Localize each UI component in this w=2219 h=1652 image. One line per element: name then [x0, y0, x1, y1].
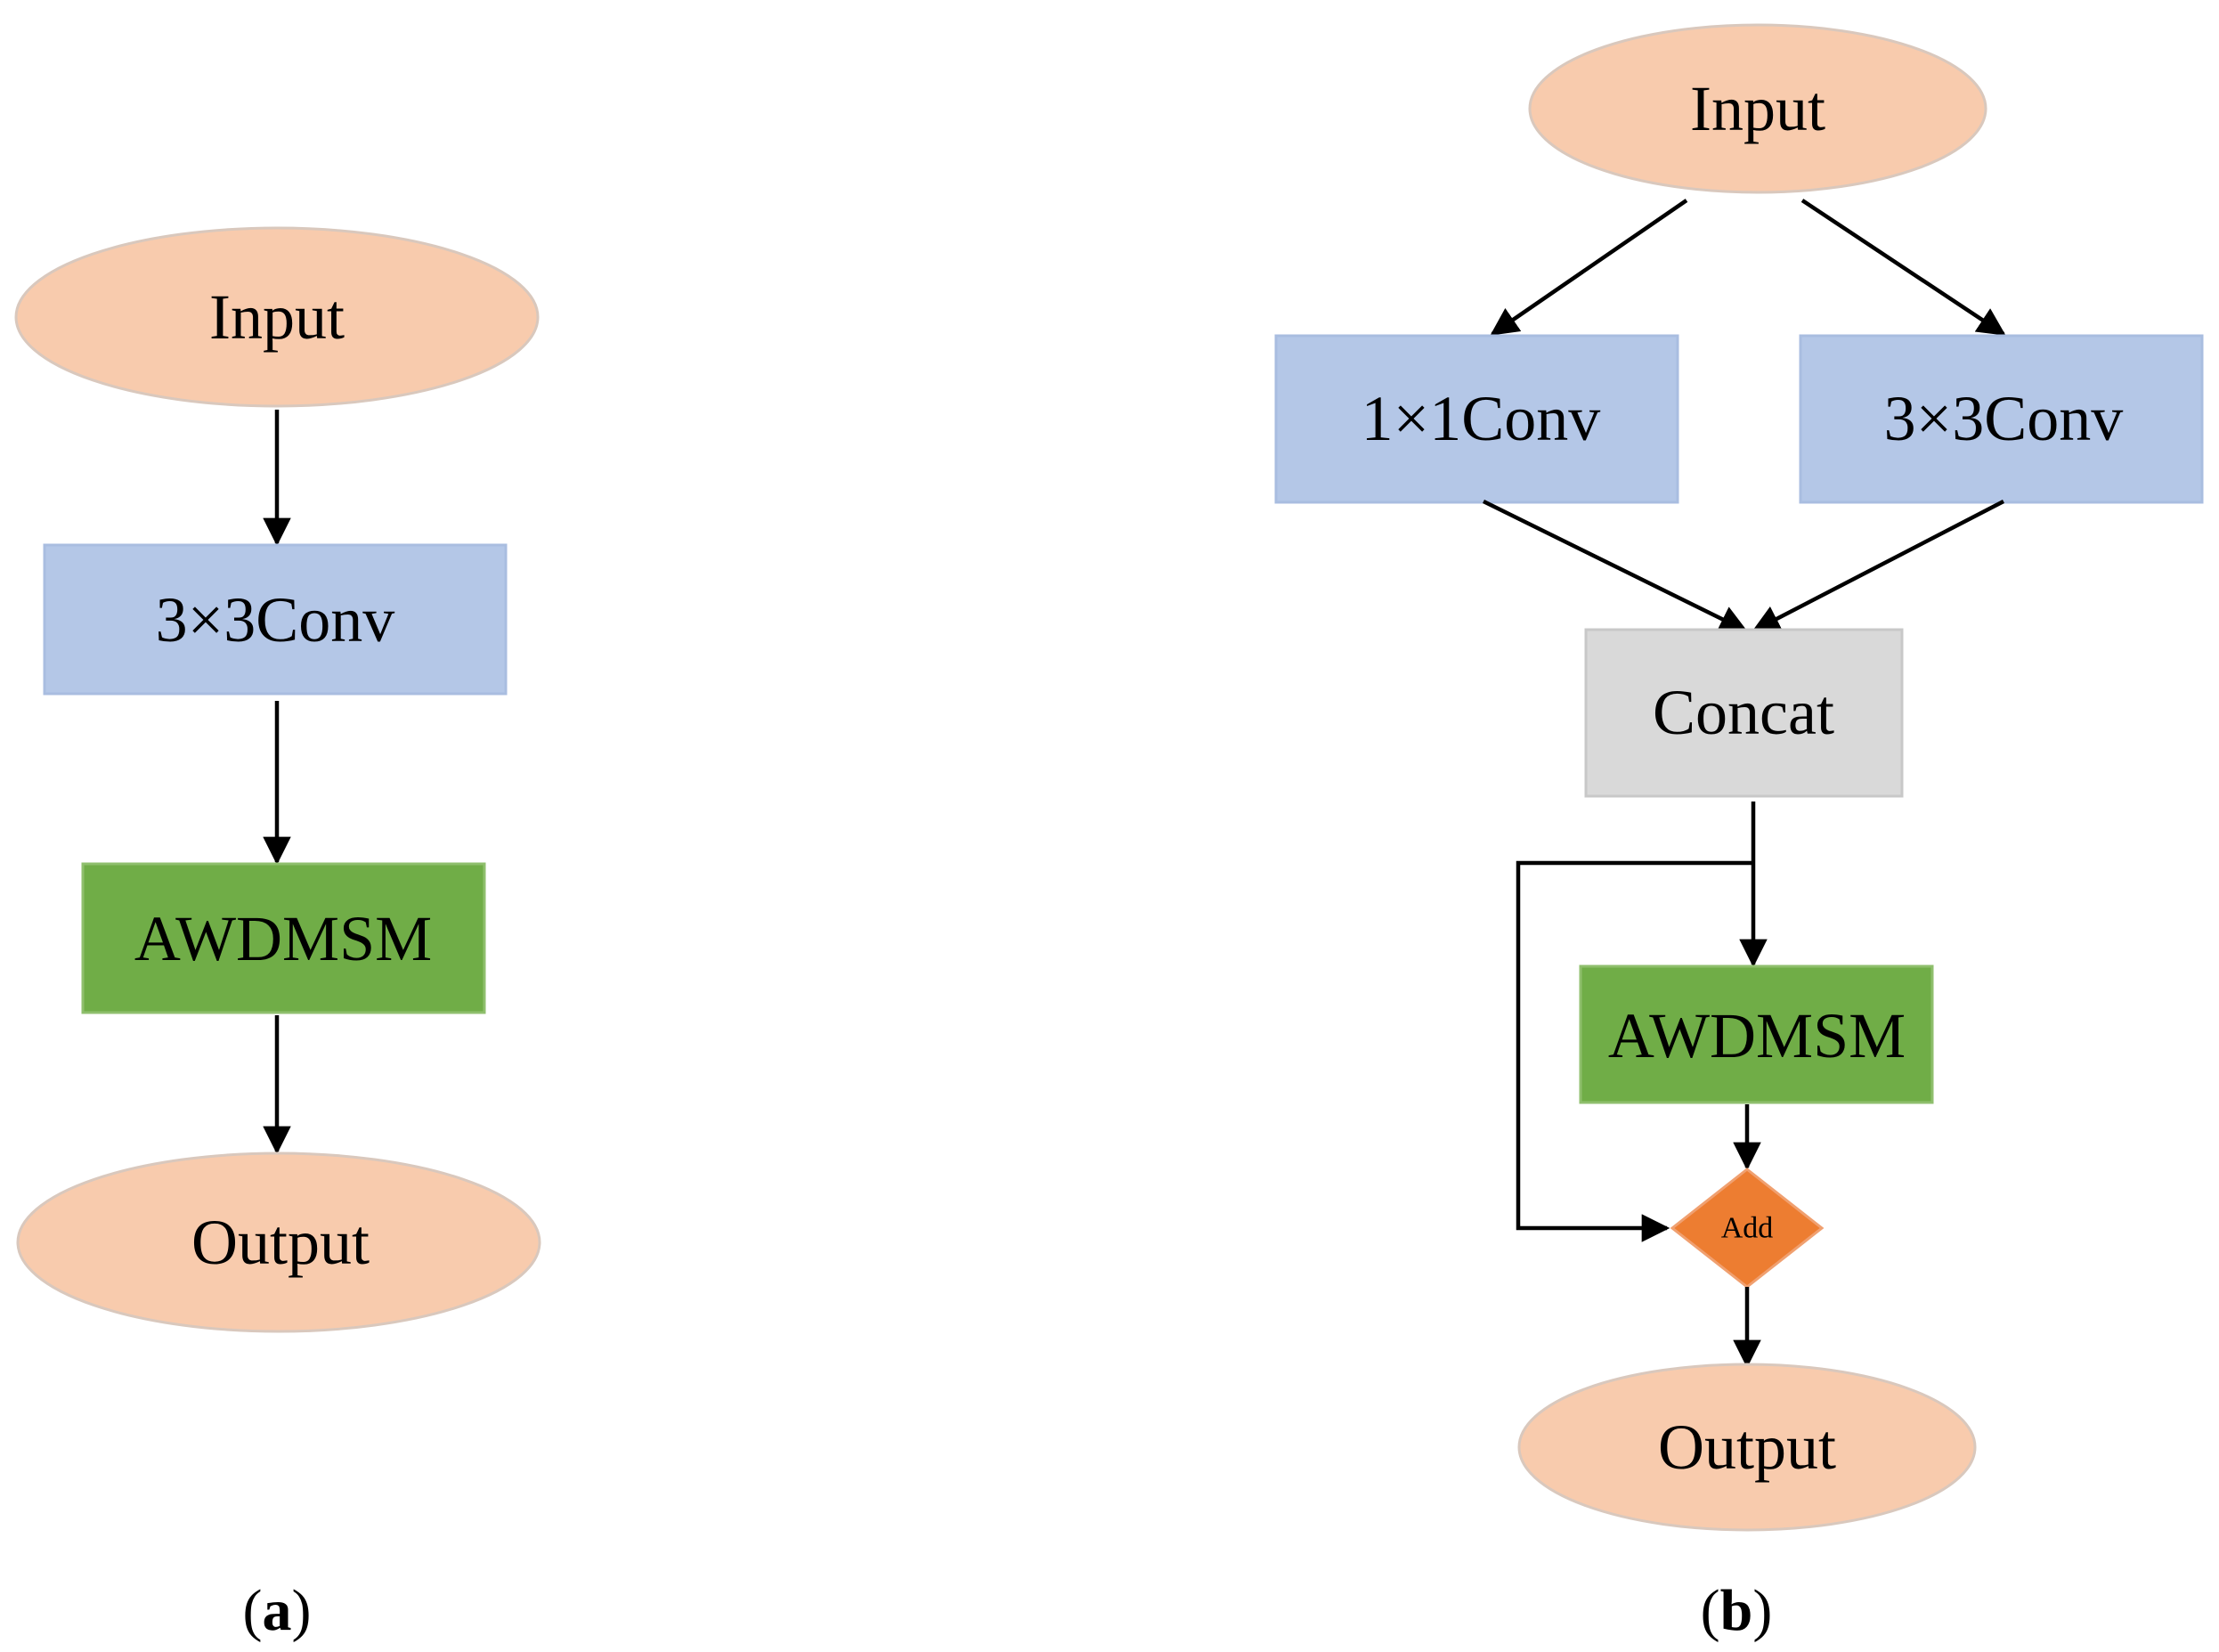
panel-b-output-shape: [1517, 1363, 1977, 1532]
panel-a-caption: (a): [243, 1578, 312, 1643]
panel-b-conv1-node: 1×1Conv: [1274, 334, 1679, 504]
panel-a-conv-label: 3×3Conv: [156, 584, 395, 655]
panel-b-concat-node: Concat: [1584, 628, 1904, 798]
panel-b-conv1-label: 1×1Conv: [1361, 383, 1601, 454]
panel-a-conv-node: 3×3Conv: [43, 543, 508, 696]
panel-b-concat-shape: [1584, 628, 1904, 798]
panel-a-awdmsm-node: AWDMSM: [81, 862, 486, 1014]
panel-b-input-shape: [1528, 23, 1987, 194]
panel-b-conv3-label: 3×3Conv: [1884, 383, 2124, 454]
panel-b-edge-input-conv3: [1800, 199, 2006, 336]
panel-b-edge-conv3-concat: [1752, 500, 2005, 632]
panel-b: Input 1×1Conv 3×3Conv Concat A: [1274, 23, 2204, 1643]
panel-a-input-shape: [14, 226, 540, 408]
panel-b-awdmsm-label: AWDMSM: [1608, 1000, 1906, 1071]
panel-b-output-node: Output: [1517, 1363, 1977, 1532]
panel-a-input-node: Input: [14, 226, 540, 408]
panel-a-output-shape: [16, 1152, 541, 1333]
panel-a-output-label: Output: [191, 1207, 370, 1278]
panel-b-awdmsm-shape: [1579, 964, 1934, 1104]
panel-a-conv-shape: [43, 543, 508, 696]
panel-a: Input 3×3Conv AWDMSM Output (a): [14, 226, 541, 1643]
panel-b-edge-skip-connection: [1516, 860, 1753, 1242]
panel-b-conv1-shape: [1274, 334, 1679, 504]
panel-a-awdmsm-label: AWDMSM: [134, 903, 432, 974]
panel-b-conv3-shape: [1799, 334, 2204, 504]
panel-b-concat-label: Concat: [1653, 677, 1834, 748]
panel-a-input-label: Input: [209, 281, 345, 353]
panel-b-input-label: Input: [1690, 73, 1825, 144]
panel-b-add-node: Add: [1670, 1168, 1825, 1289]
panel-b-edge-conv1-concat: [1483, 499, 1748, 633]
panel-b-edge-input-conv1: [1490, 199, 1688, 336]
panel-b-caption: (b): [1701, 1578, 1773, 1643]
panel-b-add-label: Add: [1721, 1212, 1774, 1245]
panel-a-output-node: Output: [16, 1152, 541, 1333]
panel-b-input-node: Input: [1528, 23, 1987, 194]
panel-b-conv3-node: 3×3Conv: [1799, 334, 2204, 504]
panel-b-output-label: Output: [1658, 1412, 1836, 1483]
panel-b-awdmsm-node: AWDMSM: [1579, 964, 1934, 1104]
panel-a-awdmsm-shape: [81, 862, 486, 1014]
